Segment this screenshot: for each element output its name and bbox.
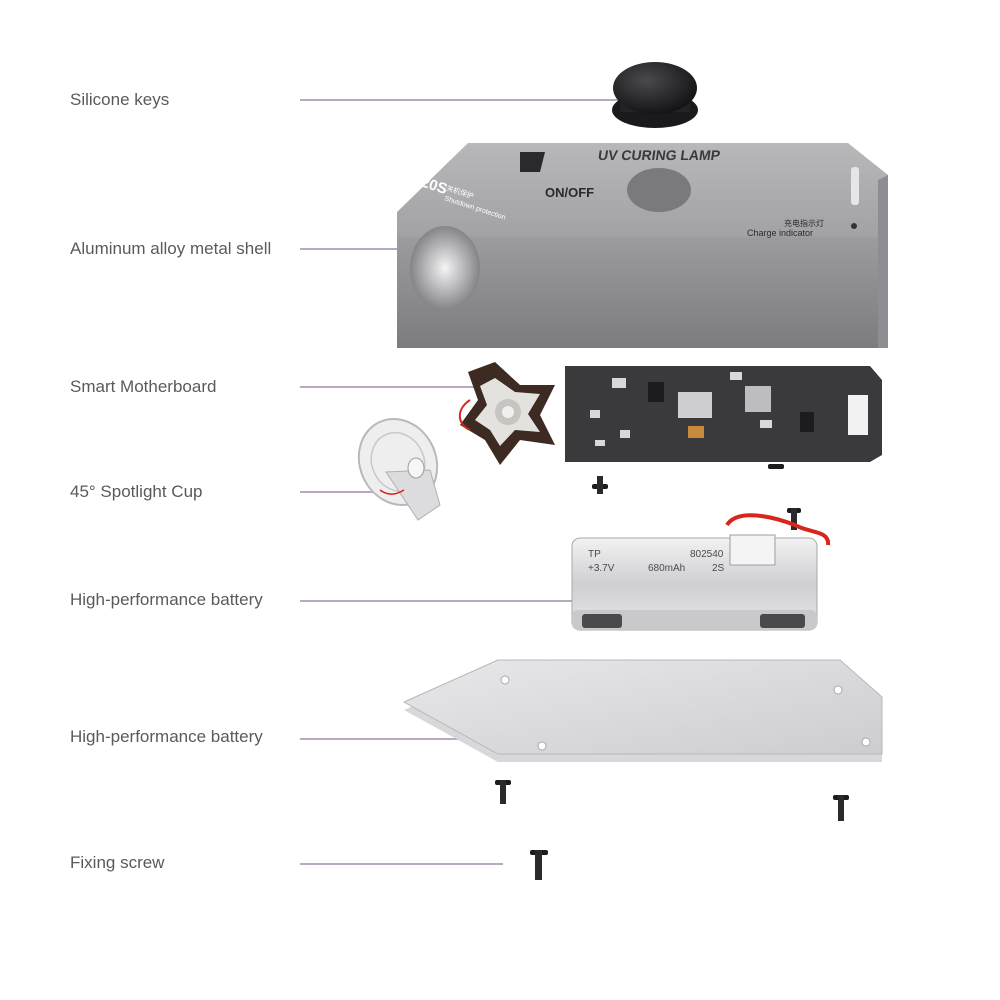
- label-fixing-screw: Fixing screw: [70, 853, 165, 872]
- screw-motherboard-right: [768, 464, 784, 469]
- leader-bottom-plate: [300, 738, 485, 740]
- battery-capacity: 680mAh: [648, 563, 685, 574]
- battery-code: 802540: [690, 549, 724, 560]
- shell-title: UV CURING LAMP: [597, 147, 721, 163]
- screw-plate-left: [495, 780, 511, 804]
- metal-shell: UV CURING LAMP 20S 关机保护 Shutdown protect…: [397, 143, 888, 348]
- leader-spotlight-cup: [300, 491, 378, 493]
- shell-indicator-cn: 充电指示灯: [784, 218, 824, 228]
- label-metal-shell: Aluminum alloy metal shell: [70, 239, 272, 258]
- label-bottom-plate: High-performance battery: [70, 727, 263, 746]
- battery-voltage: +3.7V: [588, 563, 615, 574]
- screw-motherboard-left: [592, 476, 608, 494]
- leader-battery: [300, 600, 600, 602]
- led-star-board: [458, 362, 555, 465]
- silicone-key: [612, 62, 698, 128]
- shell-onoff: ON/OFF: [545, 185, 594, 200]
- leader-silicone-keys: [300, 99, 620, 101]
- bottom-plate: [402, 659, 883, 762]
- battery-brand: TP: [588, 549, 601, 560]
- label-battery: High-performance battery: [70, 590, 263, 609]
- label-motherboard: Smart Motherboard: [70, 377, 217, 396]
- label-silicone-keys: Silicone keys: [70, 90, 170, 109]
- shell-indicator-en: Charge indicator: [747, 228, 813, 238]
- fixing-screw: [530, 850, 548, 880]
- leader-metal-shell: [300, 248, 405, 250]
- battery: TP 802540 +3.7V 680mAh 2S: [571, 513, 831, 631]
- battery-extra: 2S: [712, 563, 725, 574]
- spotlight-cup: [357, 418, 441, 521]
- screw-battery: [787, 508, 801, 530]
- label-spotlight-cup: 45° Spotlight Cup: [70, 482, 203, 501]
- screw-plate-right: [833, 795, 849, 821]
- leader-fixing-screw: [300, 863, 503, 865]
- leader-motherboard: [300, 386, 490, 388]
- motherboard: [565, 366, 882, 462]
